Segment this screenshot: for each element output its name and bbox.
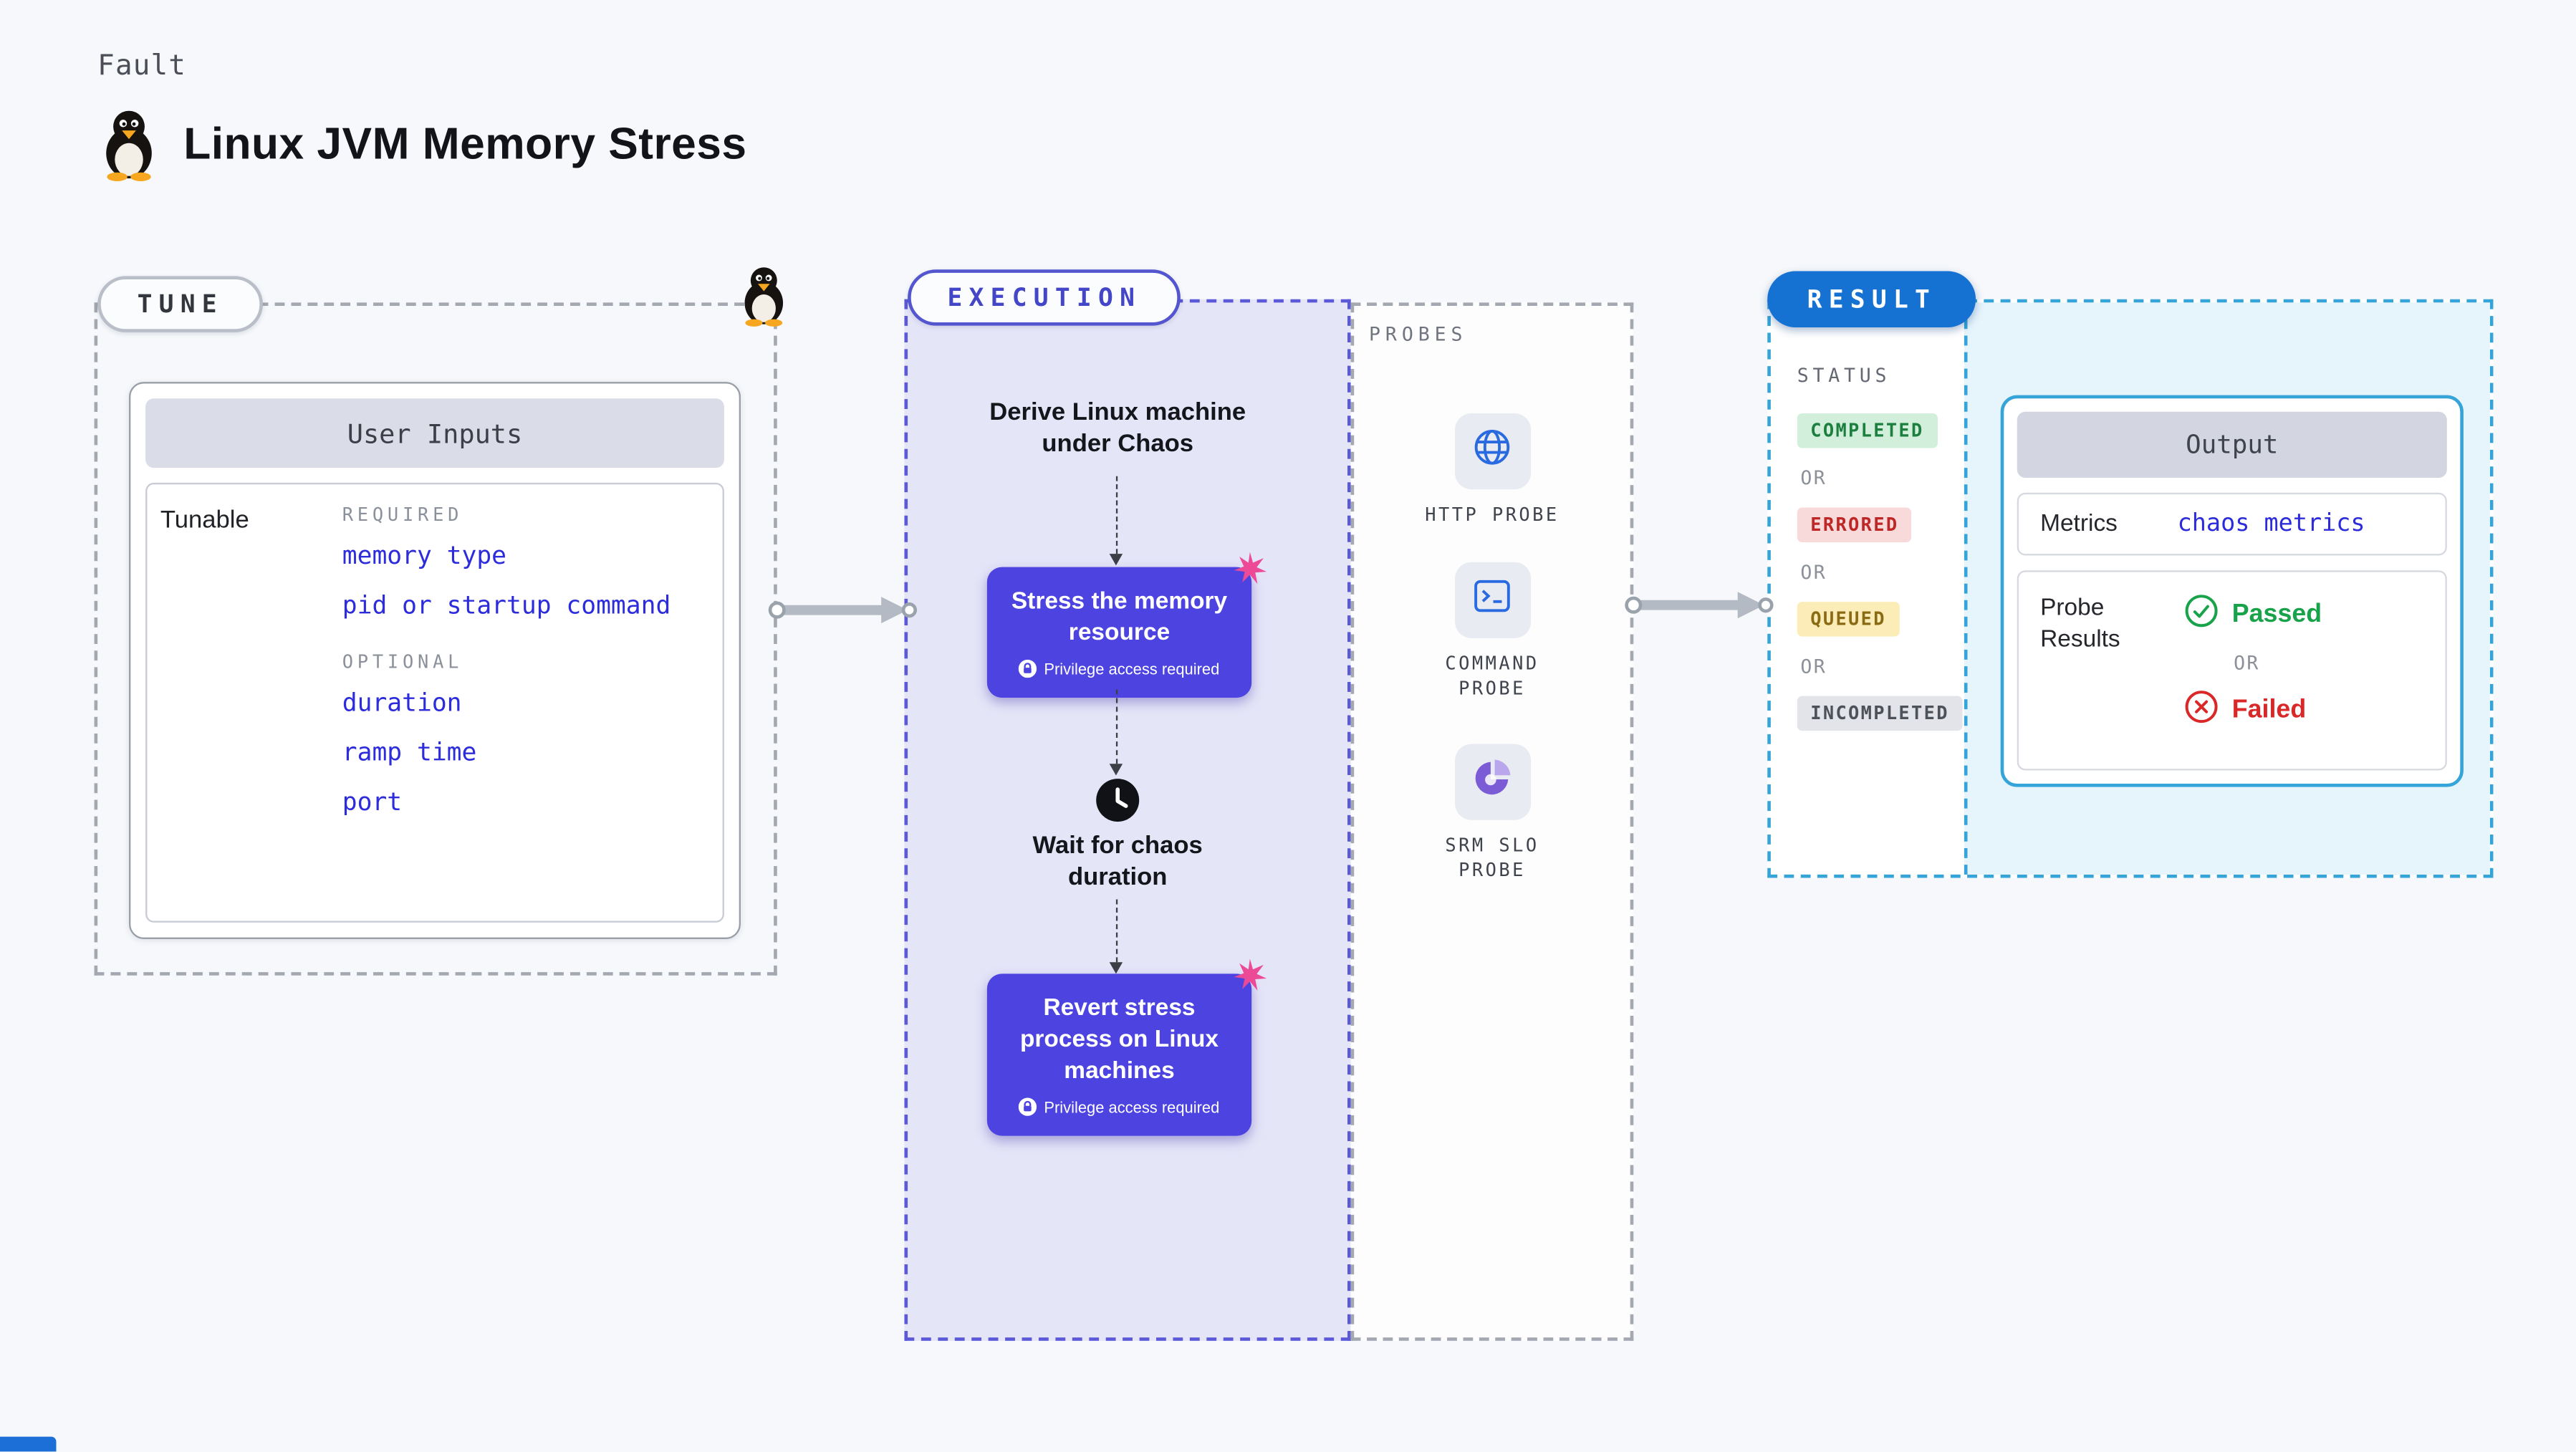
tunable-duration: duration bbox=[342, 688, 462, 718]
tunable-row-label: Tunable bbox=[160, 506, 249, 534]
terminal-icon bbox=[1470, 574, 1514, 627]
step-revert-text: Revert stress process on Linux machines bbox=[1019, 995, 1219, 1085]
result-label: RESULT bbox=[1767, 271, 1976, 327]
step-revert-box: Revert stress process on Linux machines … bbox=[986, 958, 1267, 1135]
status-badge-errored: ERRORED bbox=[1797, 507, 1912, 543]
page-title-row: Linux JVM Memory Stress bbox=[97, 106, 746, 182]
execution-label: EXECUTION bbox=[908, 269, 1181, 326]
failed-text: Failed bbox=[2231, 696, 2307, 724]
status-label: STATUS bbox=[1797, 363, 1891, 388]
output-header: Output bbox=[2017, 411, 2447, 479]
required-label: REQUIRED bbox=[342, 504, 463, 526]
dotted-arrow-1 bbox=[1109, 476, 1123, 566]
or-label: OR bbox=[1800, 466, 1827, 490]
step-wait-text: Wait for chaos duration bbox=[1032, 831, 1203, 892]
probe-tile bbox=[1453, 744, 1531, 820]
passed-text: Passed bbox=[2231, 600, 2322, 629]
step-derive-text: Derive Linux machine under Chaos bbox=[989, 398, 1246, 458]
execution-section-box bbox=[904, 299, 1351, 1341]
or-label: OR bbox=[1800, 560, 1827, 584]
dotted-arrow-3 bbox=[1109, 899, 1123, 974]
tunable-port: port bbox=[342, 787, 403, 817]
status-badge-completed: COMPLETED bbox=[1797, 413, 1938, 448]
flow-arrow-probes-to-result bbox=[1620, 585, 1779, 633]
user-inputs-card: User Inputs Tunable REQUIRED memory type… bbox=[129, 382, 741, 939]
globe-icon bbox=[1470, 425, 1514, 478]
status-badge-queued: QUEUED bbox=[1797, 602, 1900, 637]
or-label: OR bbox=[1800, 654, 1827, 678]
probe-tile bbox=[1453, 562, 1531, 638]
step-stress-box: Stress the memory resource Privilege acc… bbox=[986, 552, 1267, 698]
user-inputs-header: User Inputs bbox=[145, 398, 724, 468]
privilege-note-text: Privilege access required bbox=[1044, 661, 1220, 681]
probe-srm-slo: SRM SLO PROBE bbox=[1351, 744, 1634, 884]
page-title: Linux JVM Memory Stress bbox=[183, 118, 747, 168]
output-card: Output Metrics chaos metrics Probe Resul… bbox=[2000, 395, 2464, 787]
status-column: STATUS COMPLETED OR ERRORED OR QUEUED OR… bbox=[1797, 363, 1963, 731]
optional-label: OPTIONAL bbox=[342, 651, 463, 673]
failed-line: Failed bbox=[2184, 689, 2322, 732]
tune-section-box bbox=[94, 302, 777, 976]
metrics-label: Metrics bbox=[2040, 510, 2118, 537]
probe-results-values: Passed OR Failed bbox=[2178, 572, 2322, 769]
metrics-row: Metrics chaos metrics bbox=[2017, 492, 2447, 556]
probe-tile bbox=[1453, 413, 1531, 490]
check-circle-icon bbox=[2184, 594, 2219, 637]
tunable-ramp-time: ramp time bbox=[342, 737, 477, 767]
probe-name: HTTP PROBE bbox=[1425, 504, 1559, 526]
linux-tux-icon-small bbox=[737, 263, 790, 327]
pie-chart-icon bbox=[1470, 756, 1514, 809]
probe-name: SRM SLO PROBE bbox=[1445, 835, 1539, 881]
flow-arrow-tune-to-execution bbox=[764, 590, 923, 638]
metrics-value: chaos metrics bbox=[2177, 511, 2365, 538]
lock-icon bbox=[1019, 659, 1038, 682]
linux-tux-icon bbox=[97, 106, 160, 182]
clock-icon bbox=[1095, 777, 1141, 832]
probe-results-row: Probe Results Passed OR bbox=[2017, 570, 2447, 771]
fault-kicker: Fault bbox=[97, 49, 187, 83]
user-inputs-body: Tunable REQUIRED memory type pid or star… bbox=[145, 482, 724, 923]
tunable-pid-or-startup-command: pid or startup command bbox=[342, 590, 671, 620]
probe-command: COMMAND PROBE bbox=[1351, 562, 1634, 702]
privilege-note-text: Privilege access required bbox=[1044, 1099, 1220, 1118]
privilege-note: Privilege access required bbox=[1000, 659, 1238, 682]
lock-icon bbox=[1019, 1097, 1038, 1120]
chaos-burst-icon bbox=[1231, 551, 1268, 595]
dotted-arrow-2 bbox=[1109, 689, 1123, 776]
probe-results-label: Probe Results bbox=[2040, 595, 2120, 653]
bottom-left-accent bbox=[0, 1436, 57, 1452]
probes-label: PROBES bbox=[1369, 322, 1468, 346]
privilege-note: Privilege access required bbox=[1000, 1097, 1238, 1120]
step-stress-text: Stress the memory resource bbox=[1011, 588, 1228, 647]
chaos-burst-icon bbox=[1231, 957, 1268, 1001]
tunable-list: REQUIRED memory type pid or startup comm… bbox=[342, 491, 671, 827]
tunable-memory-type: memory type bbox=[342, 540, 507, 571]
or-label: OR bbox=[2234, 651, 2260, 675]
tune-label: TUNE bbox=[97, 276, 264, 332]
probe-name: COMMAND PROBE bbox=[1445, 653, 1539, 699]
passed-line: Passed bbox=[2184, 594, 2322, 637]
x-circle-icon bbox=[2184, 689, 2219, 732]
probe-http: HTTP PROBE bbox=[1351, 413, 1634, 529]
status-badge-incompleted: INCOMPLETED bbox=[1797, 696, 1963, 731]
